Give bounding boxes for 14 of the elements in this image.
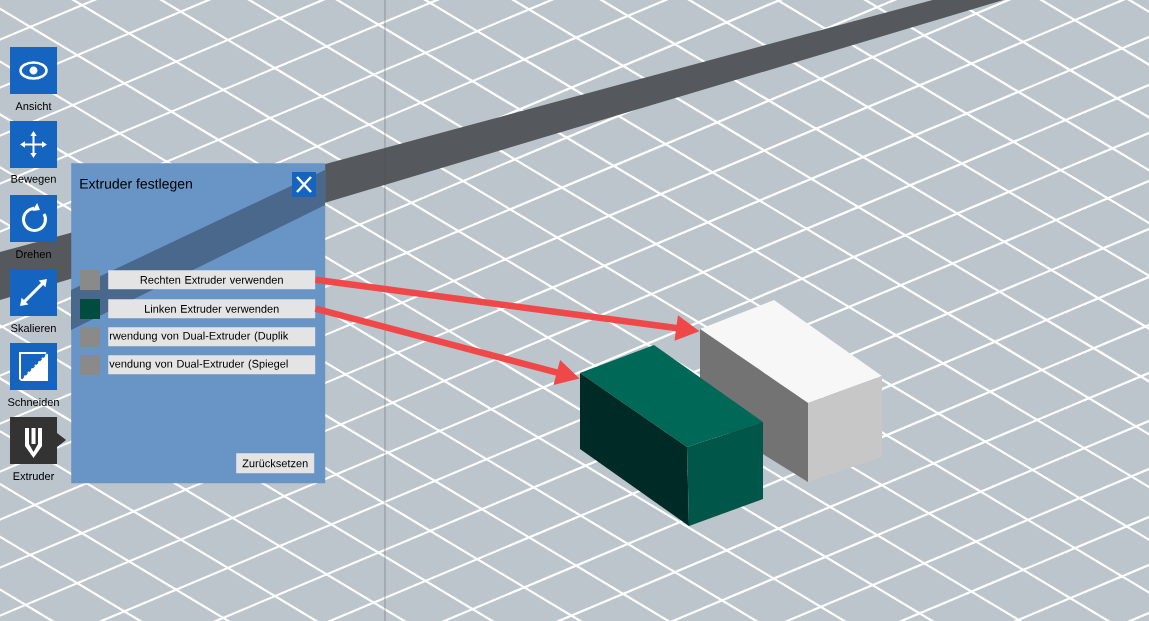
button: vendung von Dual-Extruder (Spiegel [108,355,316,375]
button: Zurücksetzen [236,453,315,474]
cuboid-drawing [700,300,882,482]
cuboid-drawing [580,345,763,526]
dialog-title: Extruder festlegen [80,178,192,192]
tool-label: Drehen [16,249,51,259]
tool-label: Schneiden [8,397,59,407]
button: Rechten Extruder verwenden [108,270,316,290]
tool-label: Bewegen [11,175,56,185]
button: Linken Extruder verwenden [108,299,316,319]
button: rwendung von Dual-Extruder (Duplik [108,327,316,347]
tool-label: Extruder [13,471,55,481]
tool-label: Ansicht [15,101,52,111]
tool-label: Skalieren [11,323,56,333]
